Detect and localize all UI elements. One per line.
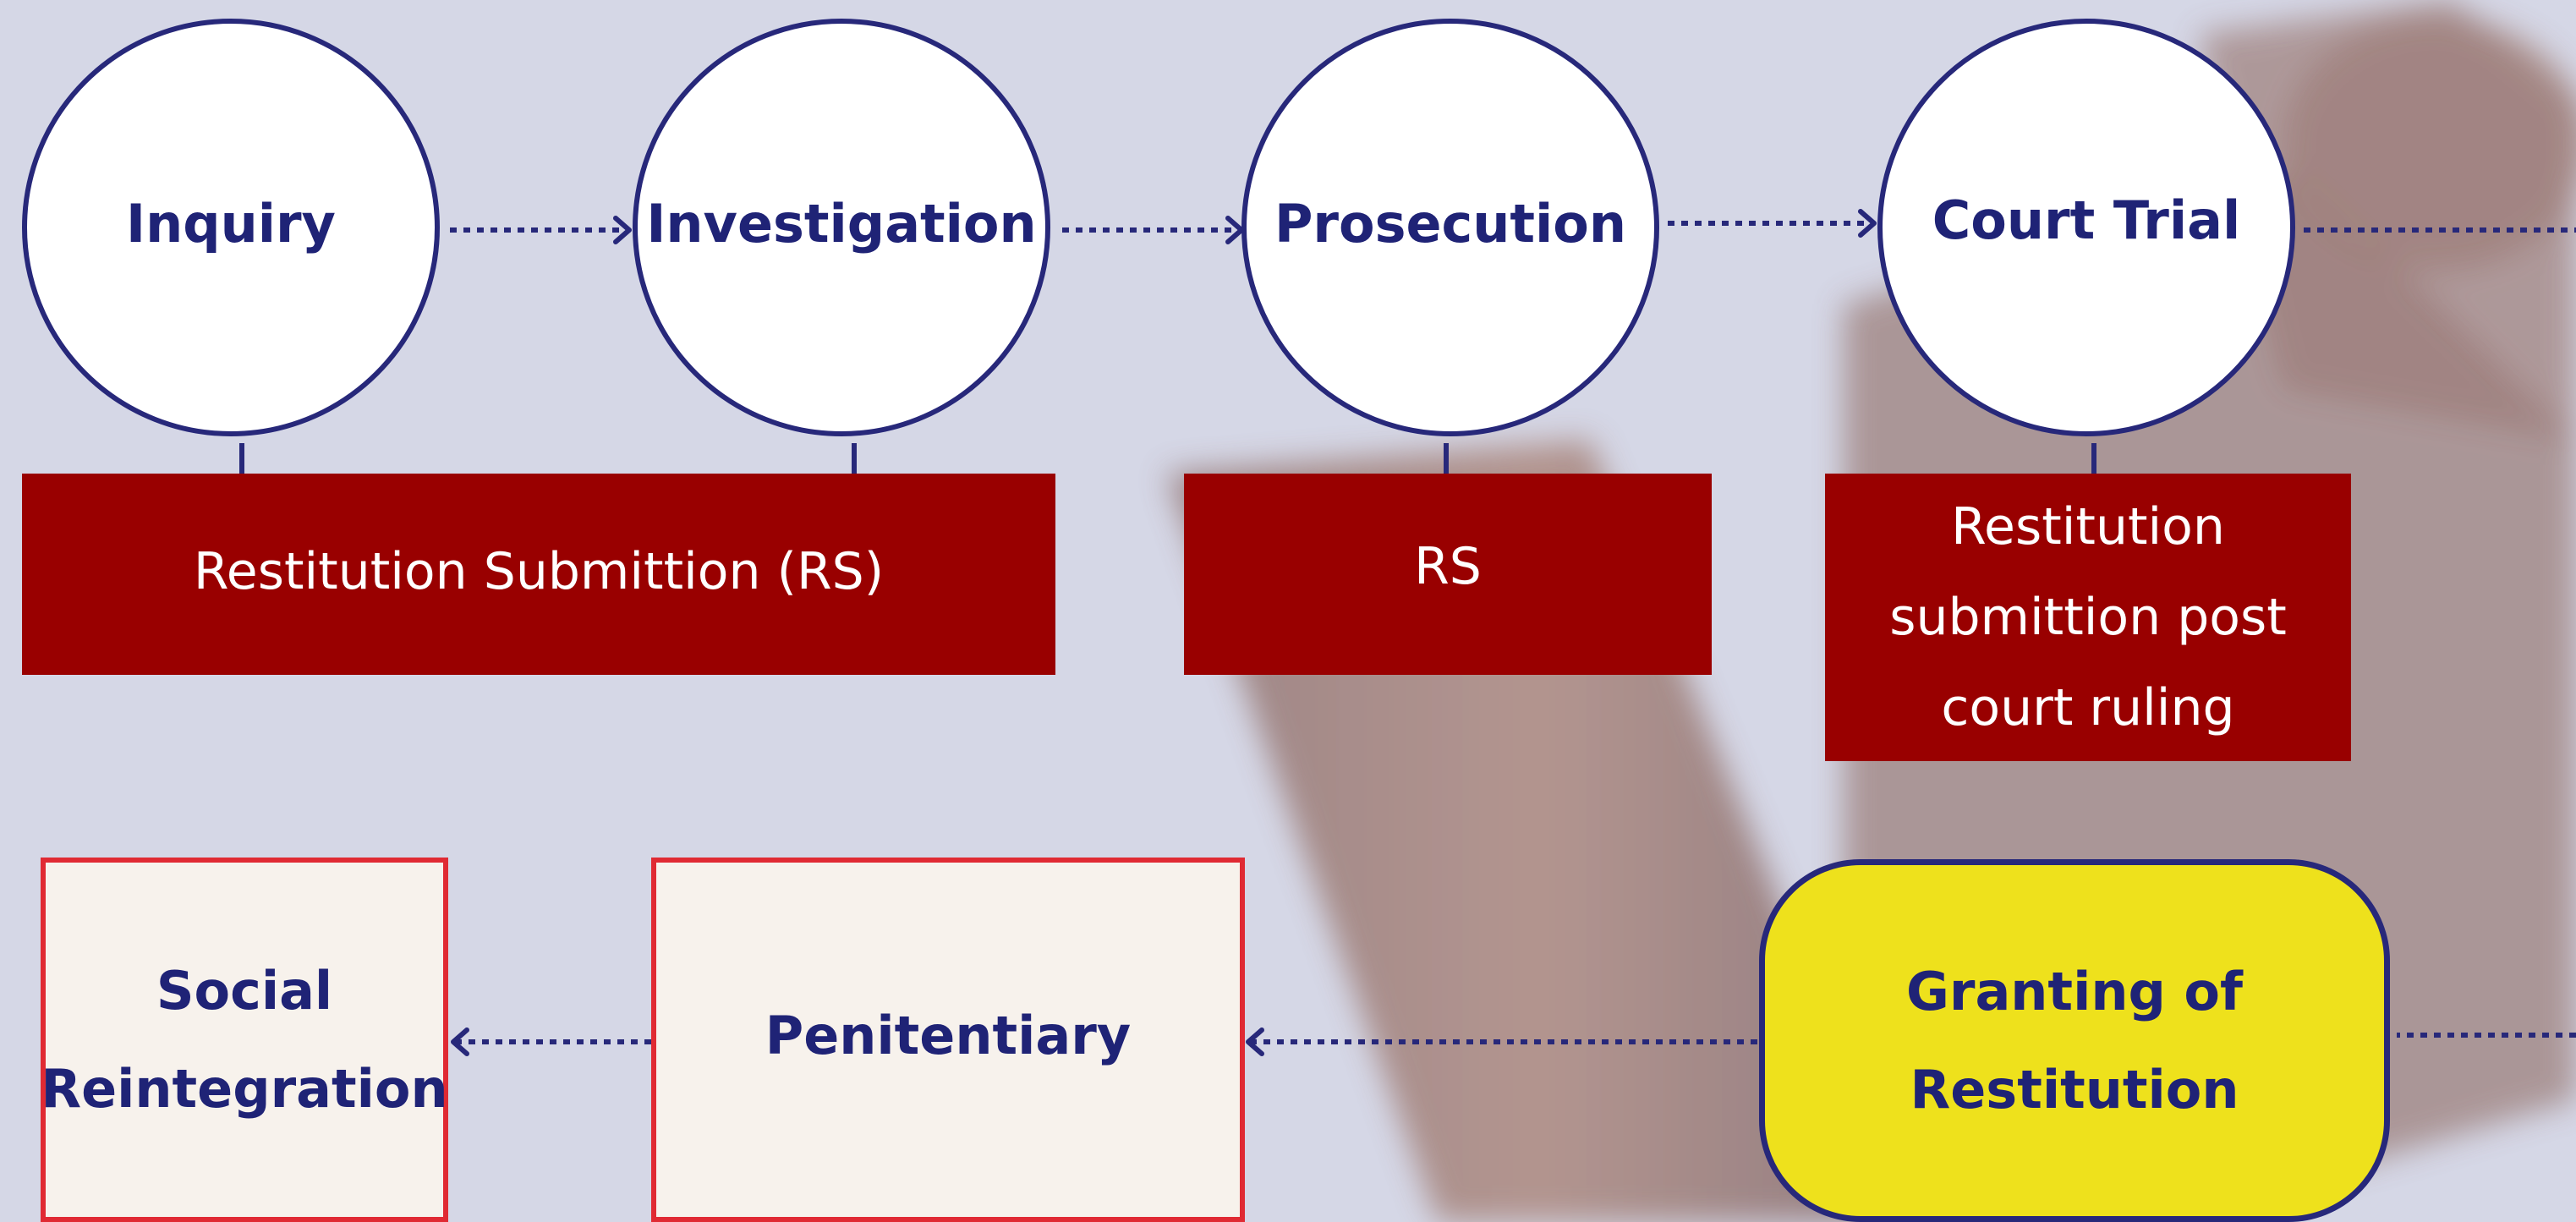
rs-prosecution-box: RS [1184,474,1712,675]
stage-inquiry-circle: Inquiry [22,19,440,436]
post-ruling-line-2: submittion post [1889,587,2287,647]
penitentiary-box: Penitentiary [651,858,1245,1222]
stage-inquiry-label: Inquiry [126,192,336,255]
stage-investigation-label: Investigation [646,192,1037,255]
post-ruling-submission-box: Restitution submittion post court ruling [1825,474,2351,761]
granting-line-2: Restitution [1910,1058,2239,1121]
stage-prosecution-label: Prosecution [1274,192,1627,255]
rs-submission-box: Restitution Submittion (RS) [22,474,1055,675]
stage-prosecution-circle: Prosecution [1241,19,1659,436]
social-line-2: Reintegration [41,1057,448,1120]
arrowhead-4 [1246,1027,1264,1056]
post-ruling-line-3: court ruling [1941,677,2235,737]
arrowhead-5 [451,1027,469,1056]
social-reintegration-box: Social Reintegration [41,858,448,1222]
rs-prosecution-label: RS [1414,536,1482,596]
granting-of-restitution-box: Granting of Restitution [1759,859,2390,1222]
arrowhead-3 [1858,209,1877,238]
penitentiary-label: Penitentiary [765,1004,1132,1066]
stage-investigation-circle: Investigation [633,19,1050,436]
post-ruling-line-1: Restitution [1951,496,2225,556]
stage-court-trial-circle: Court Trial [1877,19,2295,436]
stage-court-trial-label: Court Trial [1932,189,2241,251]
granting-line-1: Granting of [1905,960,2243,1022]
arrowhead-1 [613,216,632,244]
rs-submission-label: Restitution Submittion (RS) [193,541,885,601]
social-line-1: Social [156,959,333,1022]
